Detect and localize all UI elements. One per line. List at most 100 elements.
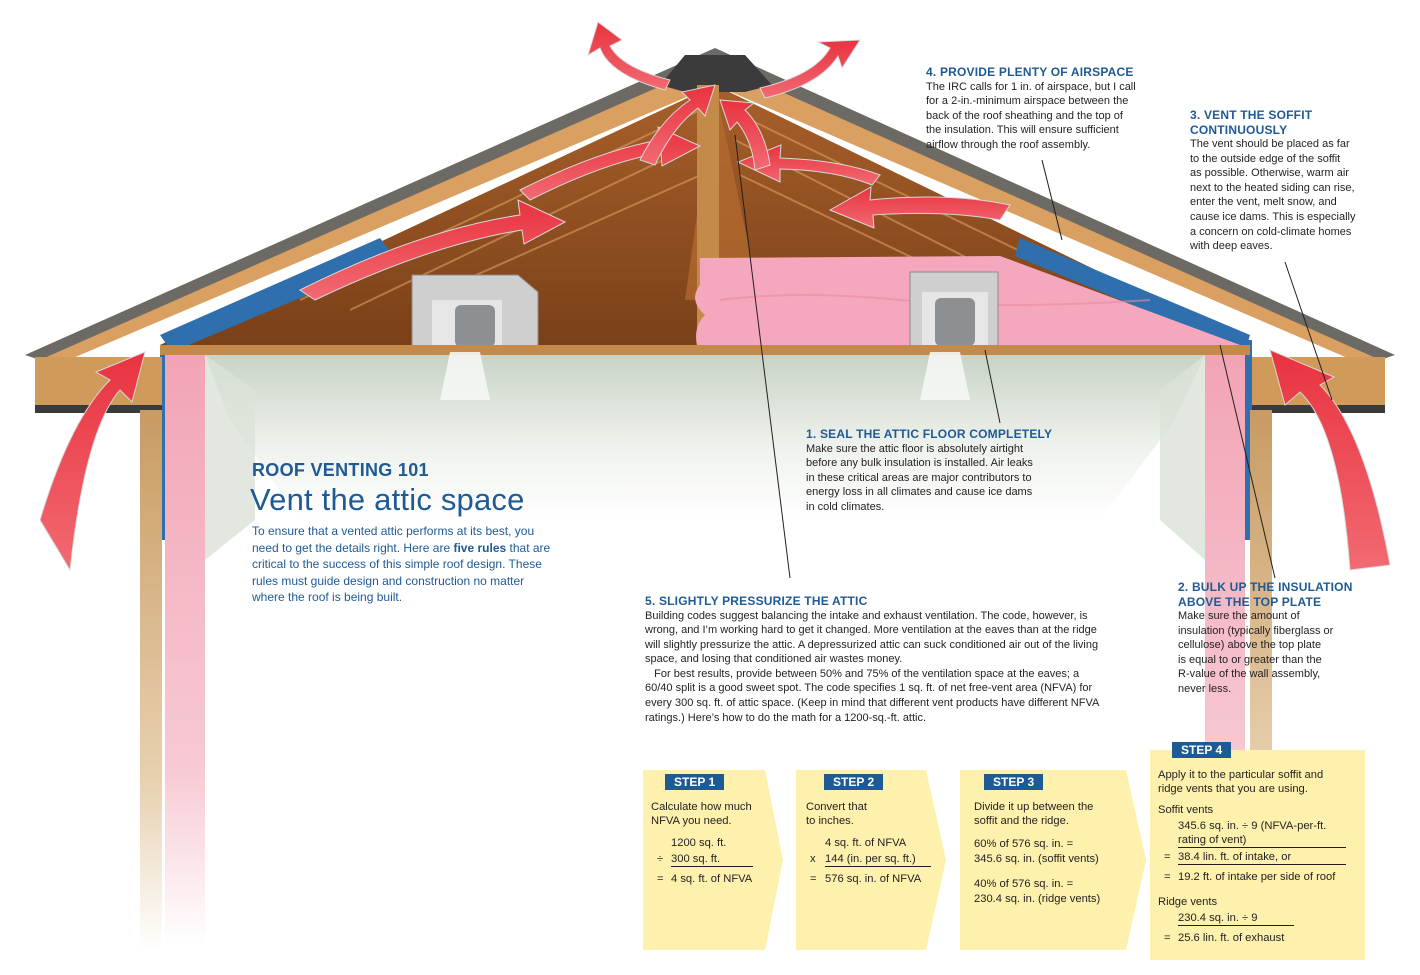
exhaust-arrow-right: [759, 39, 861, 99]
section-kicker: ROOF VENTING 101: [252, 460, 429, 480]
callout-1-line: energy loss in all climates and cause ic…: [806, 486, 1033, 499]
wall-insulation-left: [165, 355, 205, 945]
callout-3-line: to the outside edge of the soffit: [1190, 152, 1341, 165]
step-1-intro: Calculate how much: [651, 801, 752, 813]
callout-4-line: the insulation. This will ensure suffici…: [926, 124, 1119, 137]
step-1-badge: STEP 1: [665, 774, 725, 790]
callout-3-heading-line: 3. VENT THE SOFFIT: [1190, 108, 1313, 122]
callout-2-line: never less.: [1178, 682, 1232, 695]
step-3-line: 40% of 576 sq. in. =: [974, 878, 1074, 890]
leader-4: [1041, 159, 1063, 241]
step-3-line: 345.6 sq. in. (soffit vents): [974, 853, 1099, 865]
callout-2: 2. BULK UP THE INSULATION ABOVE THE TOP …: [1178, 580, 1378, 697]
callout-4-line: airflow through the roof assembly.: [926, 138, 1091, 151]
step-2-op: x: [810, 853, 816, 865]
step-3-line: 60% of 576 sq. in. =: [974, 838, 1074, 850]
leader-1: [984, 349, 1001, 424]
step-4-ridge-label: Ridge vents: [1158, 896, 1218, 908]
callout-3-line: The vent should be placed as far: [1190, 138, 1350, 150]
ridge-arrow-right: [719, 99, 771, 171]
intro-pre: To ensure that a vented attic performs a…: [252, 524, 535, 555]
soffit-intake-arrow-right: [1269, 349, 1391, 571]
intro-paragraph: To ensure that a vented attic performs a…: [252, 523, 552, 606]
intro-post: that are critical to the success of this…: [252, 540, 551, 605]
step-2-line: 4 sq. ft. of NFVA: [825, 837, 907, 849]
callout-2-line: is equal to or greater than the: [1178, 653, 1322, 666]
siding-left: [140, 410, 162, 950]
leader-5: [734, 134, 791, 579]
step-4-badge: STEP 4: [1172, 742, 1232, 758]
callout-3-line: enter the vent, melt snow, and: [1190, 196, 1337, 209]
callout-5-line: every 300 sq. ft. of attic space. (Keep …: [645, 697, 1100, 710]
step-2-intro: Convert that: [806, 801, 867, 813]
callout-3-line: next to the heated siding can rise,: [1190, 181, 1355, 194]
callout-2-heading-line: 2. BULK UP THE INSULATION: [1178, 580, 1353, 594]
step-4-result: 25.6 lin. ft. of exhaust: [1178, 932, 1285, 944]
callout-1-line: Make sure the attic floor is absolutely …: [806, 442, 1024, 455]
callout-5-heading: 5. SLIGHTLY PRESSURIZE THE ATTIC: [645, 594, 868, 608]
step-3-intro: soffit and the ridge.: [974, 815, 1069, 827]
step-1-arrow-shape: [643, 770, 783, 950]
step-4-line: rating of vent): [1178, 833, 1346, 848]
callout-5-line: For best results, provide between 50% an…: [645, 667, 1080, 680]
airflow-arrows: [39, 21, 1391, 572]
attic-arrow-left-1: [299, 199, 567, 301]
callout-2-line: insulation (typically fiberglass or: [1178, 624, 1334, 637]
callout-2-line: Make sure the amount of: [1178, 610, 1300, 622]
ridge-arrow-left: [639, 84, 716, 166]
callout-2-line: R-value of the wall assembly,: [1178, 668, 1321, 681]
step-2-line: 144 (in. per sq. ft.): [825, 852, 931, 867]
step-4-intro: Apply it to the particular soffit and: [1158, 769, 1324, 781]
callout-5-line: wrong, and I’m working hard to get it ch…: [645, 624, 1097, 637]
step-1-op: ÷: [657, 853, 664, 865]
callout-3-line: as possible. Otherwise, warm air: [1190, 167, 1349, 180]
ridge-vent: [660, 55, 772, 92]
step-4-line: 38.4 lin. ft. of intake, or: [1178, 850, 1346, 865]
attic-arrow-right-1: [828, 186, 1011, 229]
callout-3-heading-line: CONTINUOUSLY: [1190, 122, 1288, 137]
callout-2-heading-line: ABOVE THE TOP PLATE: [1178, 594, 1322, 609]
callout-4-line: for a 2-in.-minimum airspace between the: [926, 95, 1129, 108]
leader-2: [1219, 344, 1276, 579]
step-4-line: 230.4 sq. in. ÷ 9: [1178, 911, 1294, 926]
callout-5-line: space, and losing that conditioned air w…: [645, 653, 903, 666]
recessed-light-left: [411, 274, 539, 353]
page-title: Vent the attic space: [250, 482, 525, 517]
callout-3-line: cause ice dams. This is especially: [1190, 210, 1356, 223]
step-4-op: =: [1164, 871, 1171, 883]
step-2-op: =: [810, 873, 817, 885]
step-1-op: =: [657, 873, 664, 885]
step-4-soffit-label: Soffit vents: [1158, 804, 1214, 816]
callout-2-line: cellulose) above the top plate: [1178, 639, 1322, 652]
step-1-line: 1200 sq. ft.: [671, 837, 727, 849]
step-4-result: 19.2 ft. of intake per side of roof: [1178, 871, 1336, 883]
step-1-line: 300 sq. ft.: [671, 852, 753, 867]
baffle-right: [1015, 238, 1250, 352]
callout-3: 3. VENT THE SOFFIT CONTINUOUSLY The vent…: [1190, 108, 1390, 254]
callout-leaders: [734, 134, 1333, 579]
step-3-badge: STEP 3: [984, 774, 1044, 790]
step-1-result: 4 sq. ft. of NFVA: [671, 873, 753, 885]
step-3-line: 230.4 sq. in. (ridge vents): [974, 893, 1101, 905]
callout-3-line: with deep eaves.: [1190, 240, 1273, 253]
callout-1-line: in cold climates.: [806, 500, 885, 513]
step-2-badge: STEP 2: [824, 774, 884, 790]
leader-3: [1284, 261, 1333, 401]
step-4-op: =: [1164, 932, 1171, 944]
callout-5-line: Building codes suggest balancing the int…: [645, 609, 1088, 622]
soffit-intake-arrow-left: [39, 351, 146, 572]
recessed-light-right: [909, 271, 999, 353]
intro-bold: five rules: [453, 540, 507, 555]
baffle-left: [160, 238, 395, 352]
step-1-intro: NFVA you need.: [651, 815, 732, 827]
callout-5: 5. SLIGHTLY PRESSURIZE THE ATTIC Buildin…: [645, 594, 1145, 725]
callout-4-line: back of the roof sheathing and the top o…: [926, 109, 1123, 122]
callout-1: 1. SEAL THE ATTIC FLOOR COMPLETELY Make …: [806, 427, 1076, 514]
step-3-card: STEP 3 Divide it up between the soffit a…: [960, 770, 1146, 950]
callout-4-heading: 4. PROVIDE PLENTY OF AIRSPACE: [926, 65, 1134, 79]
exhaust-arrow-left: [587, 21, 671, 91]
callout-3-line: a concern on cold-climate homes: [1190, 225, 1352, 238]
step-4-line: 345.6 sq. in. ÷ 9 (NFVA-per-ft.: [1178, 820, 1327, 832]
callout-1-heading: 1. SEAL THE ATTIC FLOOR COMPLETELY: [806, 427, 1053, 441]
